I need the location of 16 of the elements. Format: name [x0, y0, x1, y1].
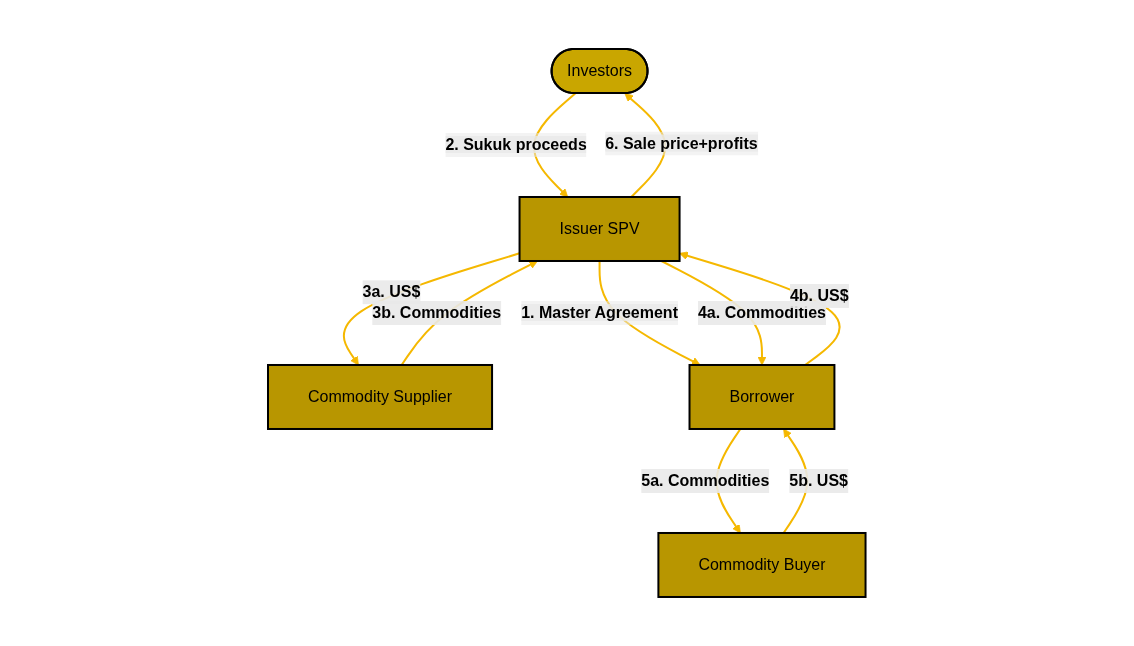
node-box: Borrower [688, 364, 836, 430]
edge-label: 6. Sale price+profits [605, 134, 758, 152]
arrow [679, 251, 841, 366]
arrow [624, 93, 667, 198]
edge-label: 4a. Commodities [698, 303, 827, 321]
edge-label: 2. Sukuk proceeds [445, 136, 587, 153]
edge-label: 5b. US$ [789, 471, 849, 489]
arrow [533, 92, 577, 198]
edge-label: 1. Master Agreement [521, 303, 679, 321]
edge-label: 3b. Commodities [372, 303, 502, 321]
node-box: Commodity Supplier [267, 364, 494, 430]
edge-label: 5a. Commodities [641, 471, 770, 489]
edge-label: 3a. US$ [362, 283, 421, 301]
node-box: Commodity Buyer [657, 532, 867, 598]
edge-label: 4b. US$ [790, 286, 849, 304]
node-box: Issuer SPV [518, 196, 681, 262]
